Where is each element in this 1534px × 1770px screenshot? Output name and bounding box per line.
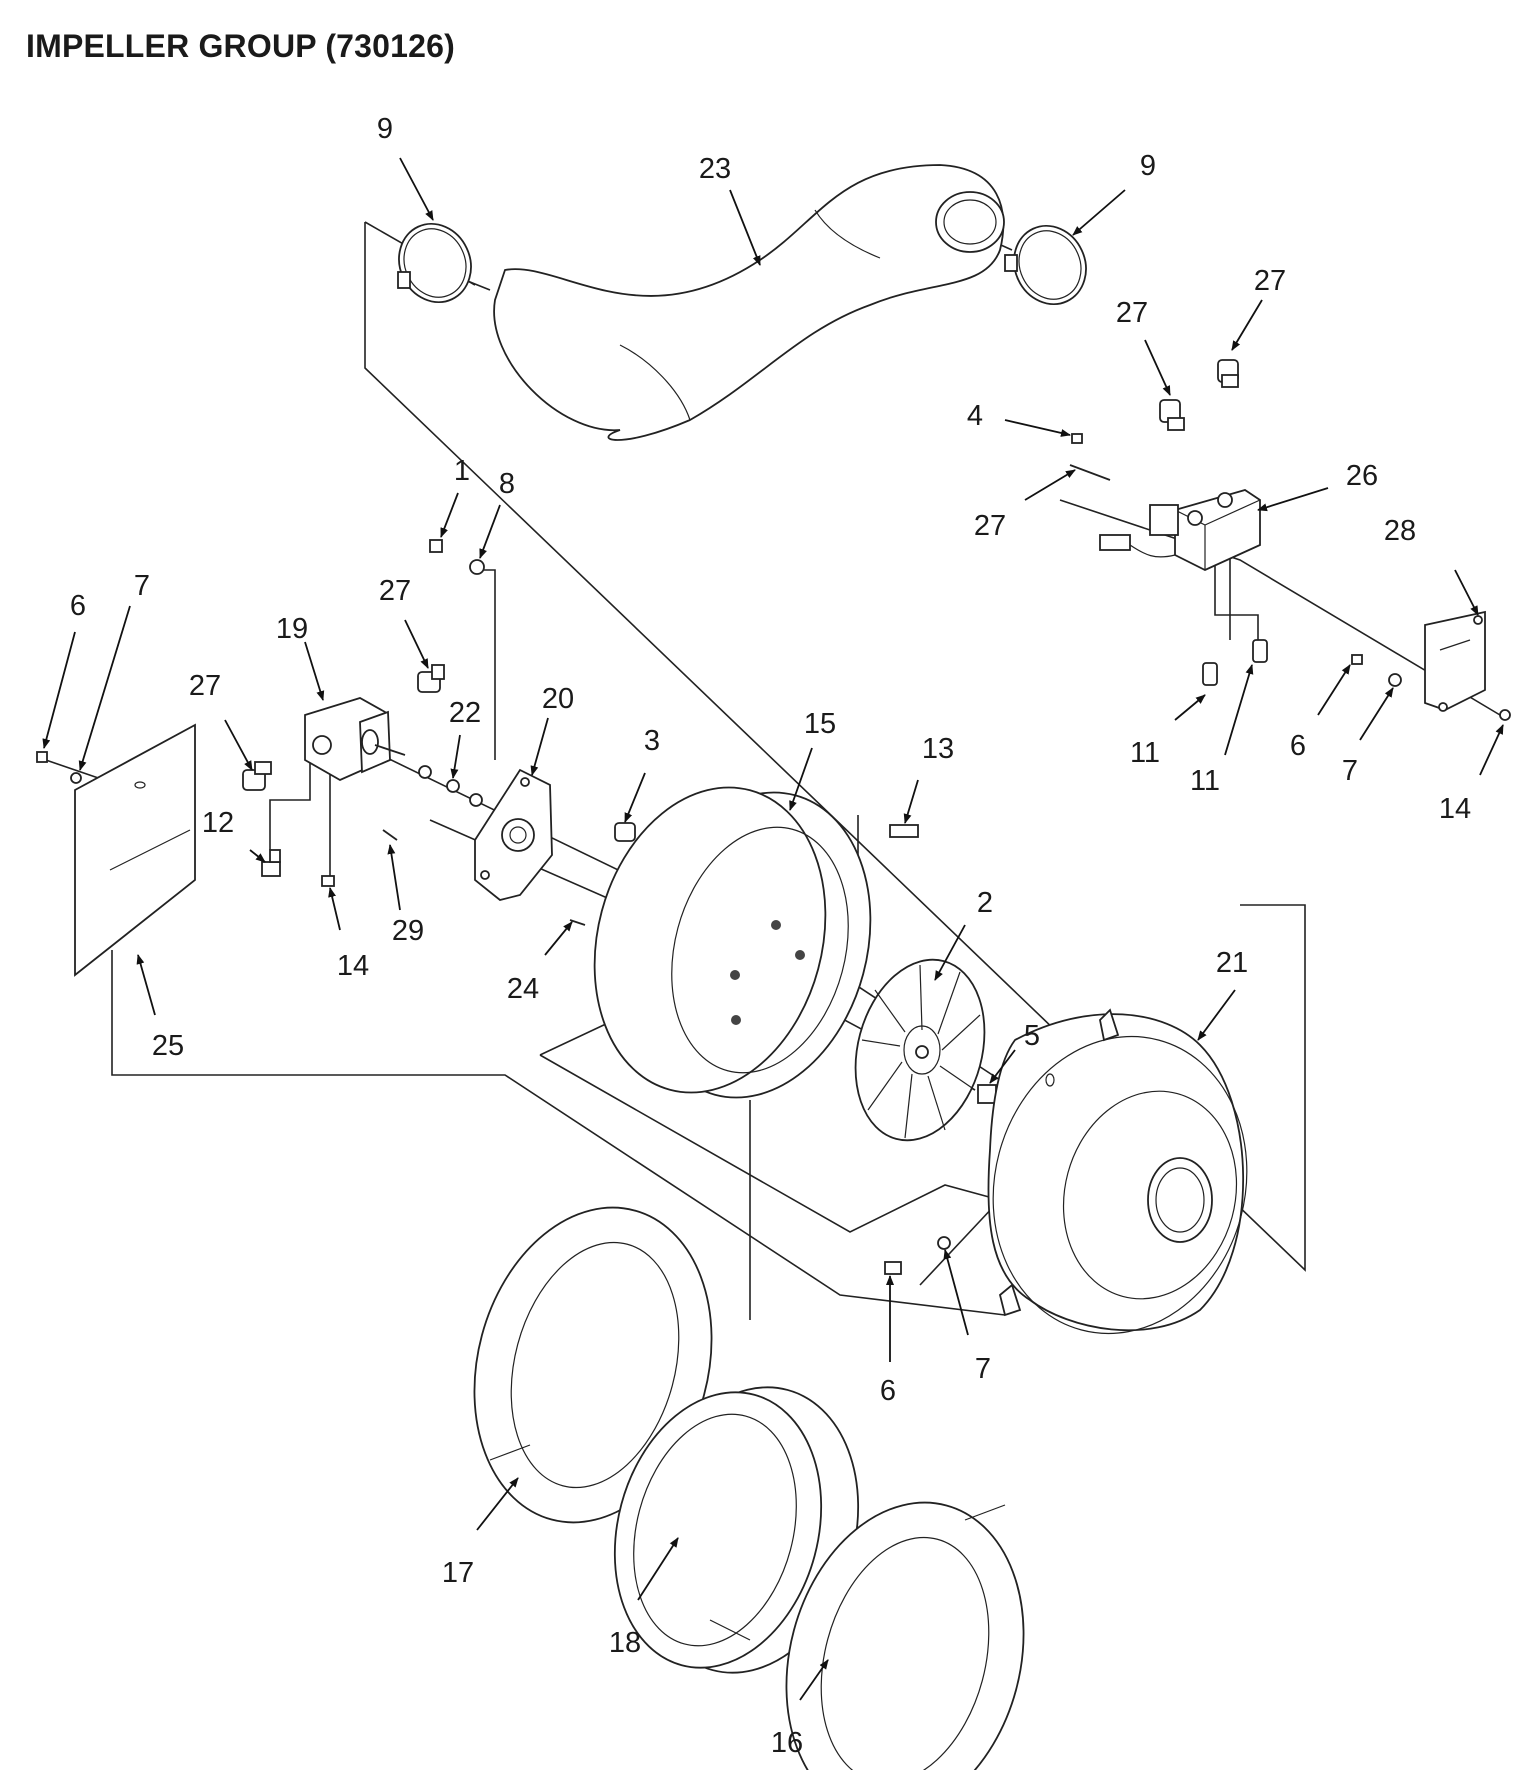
callout-18: 18 — [609, 1627, 641, 1659]
callout-11: 11 — [1130, 737, 1160, 769]
fitting-11-a — [1202, 662, 1218, 686]
callout-labels: 9 23 9 27 27 4 26 27 28 1 8 6 7 27 19 27… — [70, 113, 1471, 1759]
hardware-6-7-bottom — [884, 1236, 951, 1275]
small-screw-4 — [1071, 433, 1083, 444]
callout-17: 17 — [442, 1557, 474, 1589]
screw-24 — [569, 919, 586, 926]
callout-6: 6 — [1290, 730, 1306, 762]
spacer-3 — [614, 822, 636, 842]
callout-14: 14 — [1439, 793, 1471, 825]
hose-clamp-left — [397, 222, 472, 304]
callout-24: 24 — [507, 973, 539, 1005]
callout-14: 14 — [337, 950, 369, 982]
callout-5: 5 — [1024, 1020, 1040, 1052]
callout-12: 12 — [202, 807, 234, 839]
callout-2: 2 — [977, 887, 993, 919]
washers-22 — [418, 765, 483, 807]
callout-15: 15 — [804, 708, 836, 740]
callout-27: 27 — [974, 510, 1006, 542]
callout-9: 9 — [377, 113, 393, 145]
hose-clamp-right — [1004, 224, 1087, 306]
callout-6: 6 — [880, 1375, 896, 1407]
fitting-11-b — [1252, 639, 1268, 663]
nut-14-left — [321, 875, 335, 887]
fan-housing-21 — [987, 1008, 1248, 1335]
elbow-fitting-27-upper-a — [1159, 399, 1185, 431]
plate-25 — [74, 723, 196, 977]
callout-27: 27 — [1116, 297, 1148, 329]
callout-28: 28 — [1384, 515, 1416, 547]
nut-5 — [977, 1084, 997, 1104]
callout-19: 19 — [276, 613, 308, 645]
impeller-2 — [854, 958, 986, 1142]
callout-13: 13 — [922, 733, 954, 765]
callout-7: 7 — [975, 1353, 991, 1385]
adapter-plate-20 — [474, 768, 553, 901]
hydraulic-pump-19 — [304, 697, 406, 782]
callout-20: 20 — [542, 683, 574, 715]
callout-7: 7 — [1342, 755, 1358, 787]
callout-8: 8 — [499, 468, 515, 500]
screw-13 — [889, 824, 919, 838]
elbow-fitting-27-left-b — [417, 664, 445, 693]
callout-6: 6 — [70, 590, 86, 622]
callout-9: 9 — [1140, 150, 1156, 182]
callout-3: 3 — [644, 725, 660, 757]
callout-27: 27 — [1254, 265, 1286, 297]
callout-11: 11 — [1190, 765, 1220, 797]
callout-25: 25 — [152, 1030, 184, 1062]
elbow-fitting-27-left-a — [242, 761, 272, 791]
valve-block-26 — [1099, 489, 1261, 571]
callout-22: 22 — [449, 697, 481, 729]
callout-16: 16 — [771, 1727, 803, 1759]
callout-26: 26 — [1346, 460, 1378, 492]
ring-16 — [785, 1501, 1025, 1770]
callout-leaders — [42, 157, 1504, 1701]
back-plate-15 — [593, 786, 872, 1099]
callout-1: 1 — [454, 455, 470, 487]
hardware-6-7-14-right — [1351, 654, 1511, 721]
page-title: IMPELLER GROUP (730126) — [26, 28, 456, 64]
callout-29: 29 — [392, 915, 424, 947]
callout-4: 4 — [967, 400, 983, 432]
hardware-6-7-left — [36, 751, 82, 784]
bracket-28 — [1424, 610, 1486, 712]
hardware-1-8 — [429, 539, 485, 575]
rod-27 — [1069, 464, 1111, 481]
tee-fitting-12 — [261, 849, 281, 877]
callout-27: 27 — [189, 670, 221, 702]
key-29 — [382, 829, 398, 841]
callout-21: 21 — [1216, 947, 1248, 979]
hose-23 — [493, 164, 1005, 441]
elbow-fitting-27-upper-b — [1217, 359, 1239, 388]
callout-7: 7 — [134, 570, 150, 602]
callout-27: 27 — [379, 575, 411, 607]
callout-23: 23 — [699, 153, 731, 185]
